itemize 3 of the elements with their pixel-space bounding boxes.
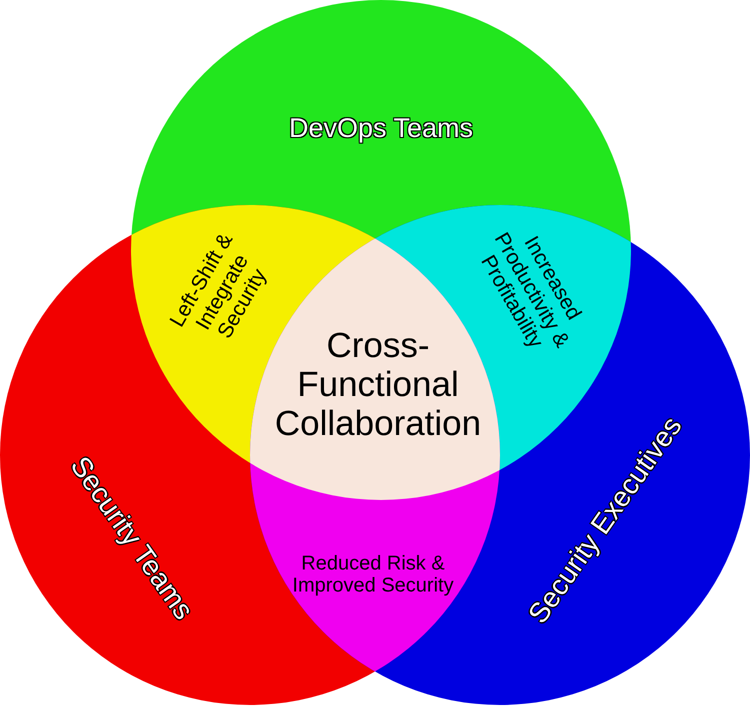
region-label: DevOps Teams [288,112,474,144]
region-label: Reduced Risk & Improved Security [291,552,455,598]
region-label: Cross-Functional Collaboration [274,326,482,444]
